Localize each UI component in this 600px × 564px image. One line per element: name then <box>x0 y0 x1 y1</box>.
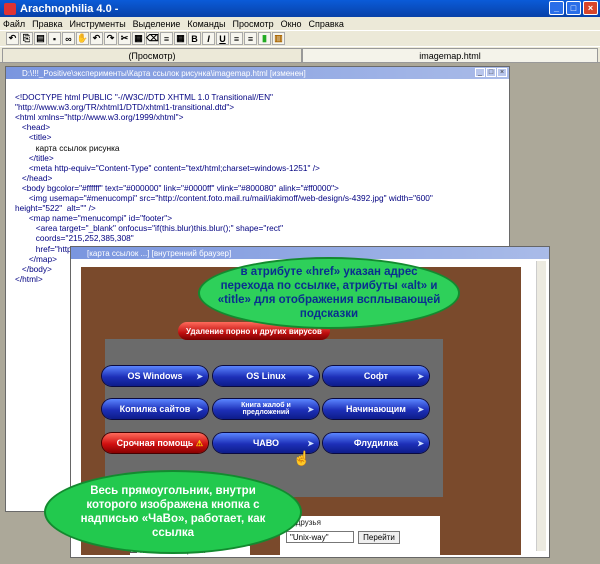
code-line: "http://www.w3.org/TR/xhtml1/DTD/xhtml1-… <box>15 102 235 113</box>
editor-close-button[interactable]: × <box>497 68 507 77</box>
btn-label: ЧАВО <box>252 438 280 448</box>
go-button[interactable]: Перейти <box>358 531 400 544</box>
chart-icon[interactable]: ▮ <box>258 32 271 45</box>
app-titlebar: Arachnophilia 4.0 - _ □ × <box>0 0 600 17</box>
align-left-icon[interactable]: ≡ <box>230 32 243 45</box>
browser-title: [карта ссылок ...] [внутренний браузер] <box>87 248 232 258</box>
code-line: <body bgcolor="#ffffff" text="#000000" l… <box>15 182 339 193</box>
open-icon[interactable]: ▤ <box>34 32 47 45</box>
align-center-icon[interactable]: ≡ <box>244 32 257 45</box>
hand-icon[interactable]: ✋ <box>76 32 89 45</box>
btn-label: Софт <box>363 371 389 381</box>
code-line: <head> <box>15 122 51 133</box>
btn-label: Флудилка <box>353 438 399 448</box>
code-line: height="522" alt="" /> <box>15 203 96 214</box>
menu-bar: Файл Правка Инструменты Выделение Команд… <box>0 17 600 30</box>
table-icon[interactable]: ▦ <box>174 32 187 45</box>
tab-preview[interactable]: (Просмотр) <box>2 48 302 62</box>
btn-flood[interactable]: Флудилка➤ <box>323 433 429 453</box>
code-line: <area target="_blank" onfocus="if(this.b… <box>15 223 284 234</box>
code-line: </body> <box>15 263 52 274</box>
code-line: <!DOCTYPE html PUBLIC "-//W3C//DTD XHTML… <box>15 92 274 103</box>
undo-icon[interactable]: ↶ <box>6 32 19 45</box>
code-line: </html> <box>15 273 43 284</box>
stack-icon[interactable]: ≡ <box>160 32 173 45</box>
code-line: </title> <box>15 152 54 163</box>
btn-label: OS Linux <box>246 371 286 381</box>
italic-button[interactable]: I <box>202 32 215 45</box>
code-line: <meta http-equiv="Content-Type" content=… <box>15 162 320 173</box>
menu-view[interactable]: Просмотр <box>232 18 274 29</box>
btn-label: Копилка сайтов <box>119 404 191 414</box>
editor-title: D:\!!!_Positive\эксперименты\Карта ссыло… <box>22 68 306 78</box>
menu-selection[interactable]: Выделение <box>132 18 181 29</box>
cut-icon[interactable]: ✂ <box>118 32 131 45</box>
close-button[interactable]: × <box>583 1 598 15</box>
binoculars-icon[interactable]: ∞ <box>62 32 75 45</box>
code-line: карта ссылок рисунка <box>15 142 120 153</box>
btn-os-windows[interactable]: OS Windows➤ <box>102 366 208 386</box>
copy-icon[interactable]: ⎘ <box>20 32 33 45</box>
code-line: </head> <box>15 172 53 183</box>
save-icon[interactable]: ▪ <box>48 32 61 45</box>
clear-icon[interactable]: ⌫ <box>146 32 159 45</box>
btn-label: Книга жалоб и предложений <box>241 402 291 416</box>
code-line: <html xmlns="http://www.w3.org/1999/xhtm… <box>15 112 184 123</box>
undo2-icon[interactable]: ↶ <box>90 32 103 45</box>
browser-scrollbar[interactable] <box>536 261 546 551</box>
tab-imagemap[interactable]: imagemap.html <box>302 48 598 62</box>
editor-maximize-button[interactable]: □ <box>486 68 496 77</box>
btn-urgent-help[interactable]: Срочная помощь⚠ <box>102 433 208 453</box>
minimize-button[interactable]: _ <box>549 1 564 15</box>
menu-help[interactable]: Справка <box>308 18 344 29</box>
maximize-button[interactable]: □ <box>566 1 581 15</box>
btn-label: Начинающим <box>346 404 406 414</box>
code-line: </map> <box>15 253 57 264</box>
btn-faq[interactable]: ЧАВО➤ <box>213 433 319 453</box>
app-icon <box>4 2 16 15</box>
callout-href: в атрибуте «href» указан адрес перехода … <box>198 257 460 329</box>
editor-titlebar: D:\!!!_Positive\эксперименты\Карта ссыло… <box>6 67 509 79</box>
btn-label: OS Windows <box>127 371 183 381</box>
btn-beginners[interactable]: Начинающим➤ <box>323 399 429 419</box>
menu-tools[interactable]: Инструменты <box>69 18 126 29</box>
toolbar: ↶ ⎘ ▤ ▪ ∞ ✋ ↶ ↷ ✂ ▦ ⌫ ≡ ▦ B I U ≡ ≡ ▮ ▥ <box>0 30 600 46</box>
btn-complaints[interactable]: Книга жалоб и предложений➤ <box>213 399 319 419</box>
menu-file[interactable]: Файл <box>3 18 26 29</box>
menu-commands[interactable]: Команды <box>187 18 226 29</box>
menu-window[interactable]: Окно <box>280 18 302 29</box>
redo-icon[interactable]: ↷ <box>104 32 117 45</box>
books-icon[interactable]: ▥ <box>272 32 285 45</box>
code-line: coords="215,252,385,308" <box>15 233 134 244</box>
bold-button[interactable]: B <box>188 32 201 45</box>
code-line: <img usemap="#menucompi" src="http://con… <box>15 193 433 204</box>
underline-button[interactable]: U <box>216 32 229 45</box>
menu-edit[interactable]: Правка <box>32 18 63 29</box>
btn-os-linux[interactable]: OS Linux➤ <box>213 366 319 386</box>
search-label: м друзья <box>288 518 321 527</box>
hand-cursor-icon: ☝ <box>293 450 311 466</box>
code-line: <title> <box>15 132 52 143</box>
code-line: <map name="menucompi" id="footer"> <box>15 213 173 224</box>
btn-label: Срочная помощь <box>116 438 194 448</box>
callout-rectangle: Весь прямоугольник, внутри которого изоб… <box>44 470 302 554</box>
btn-soft[interactable]: Софт➤ <box>323 366 429 386</box>
tab-bar: (Просмотр) imagemap.html <box>0 47 600 63</box>
btn-sites[interactable]: Копилка сайтов➤ <box>102 399 208 419</box>
editor-minimize-button[interactable]: _ <box>475 68 485 77</box>
app-title: Arachnophilia 4.0 - <box>20 2 119 15</box>
paste-icon[interactable]: ▦ <box>132 32 145 45</box>
browser-titlebar: [карта ссылок ...] [внутренний браузер] <box>71 247 549 259</box>
search-select[interactable]: "Unix-way" <box>286 531 354 543</box>
